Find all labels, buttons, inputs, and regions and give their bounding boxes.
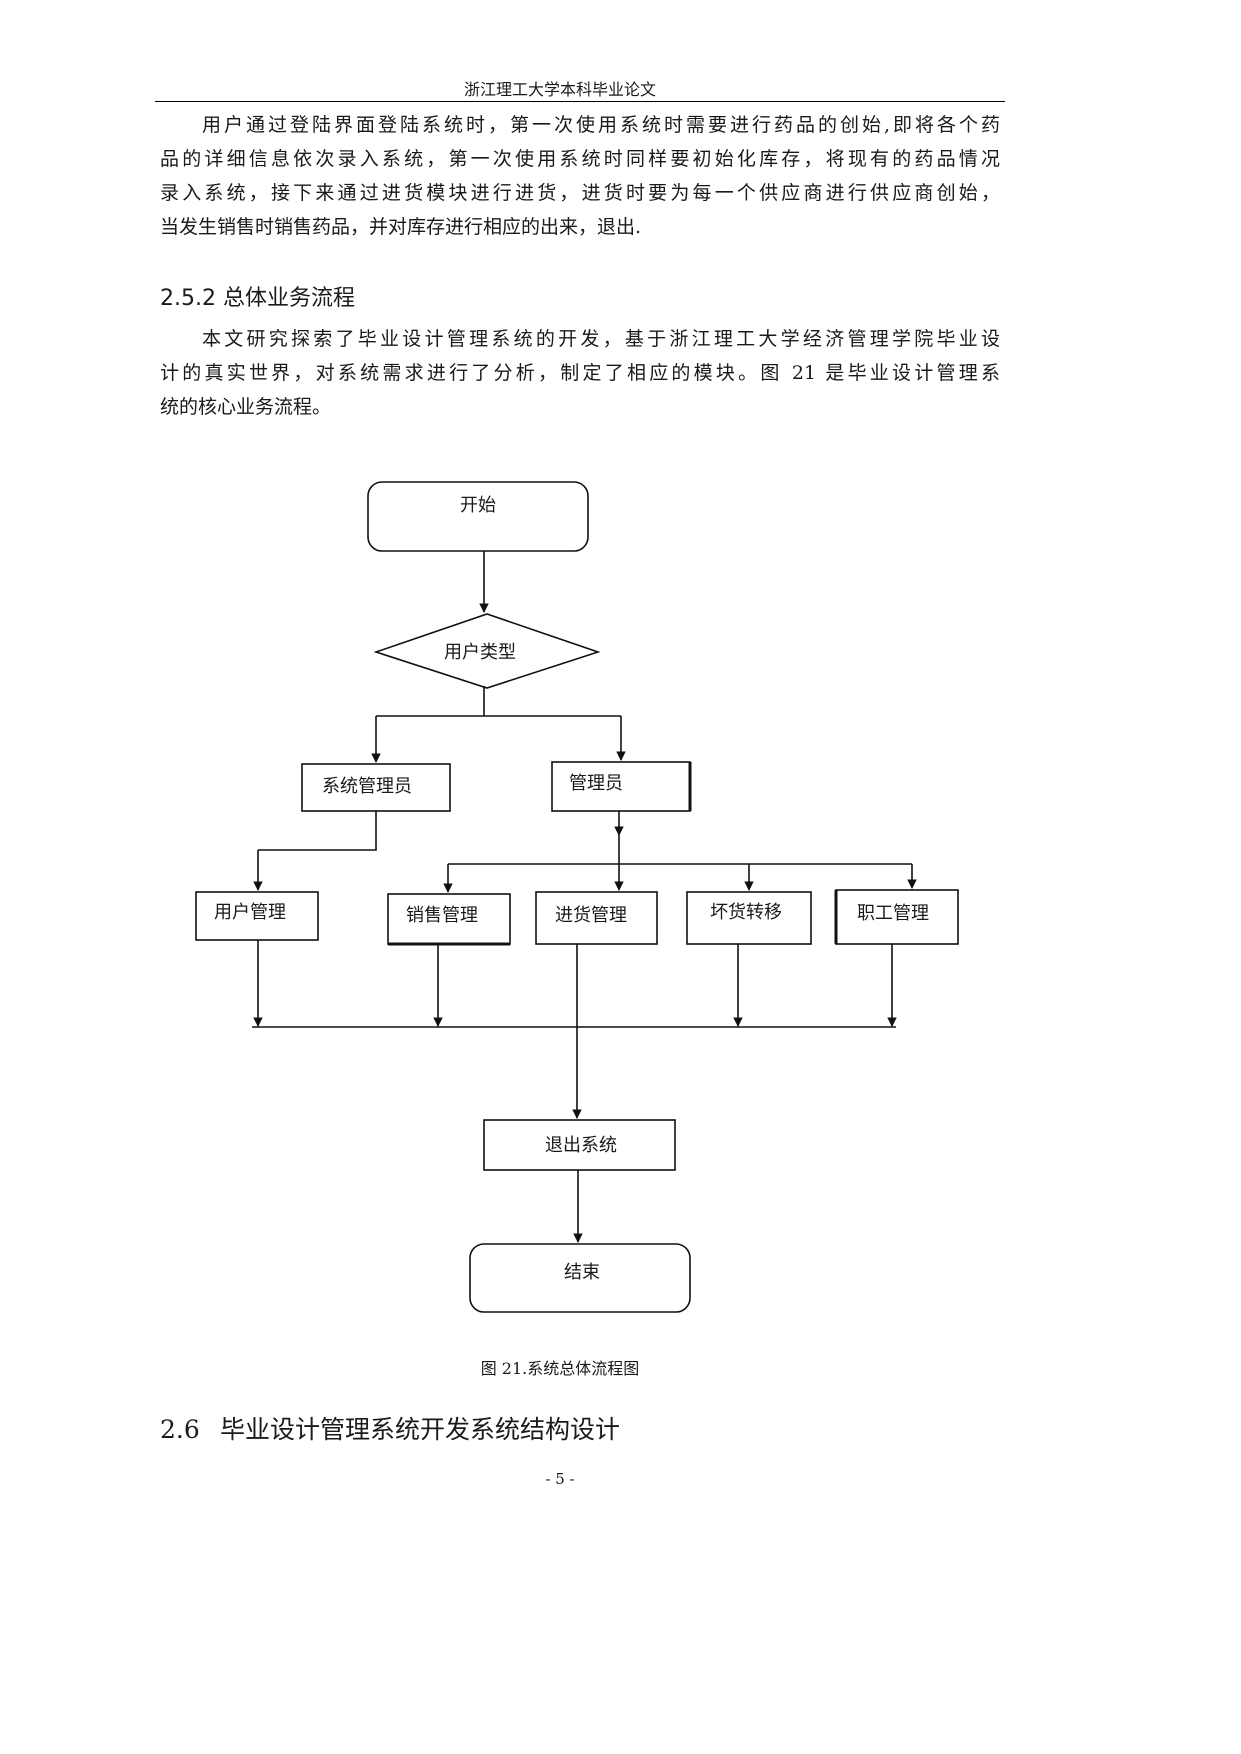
section-number: 2.6 <box>160 1415 200 1444</box>
bad-goods-node <box>686 891 812 945</box>
purchase-mgmt-label: 进货管理 <box>555 905 627 926</box>
section-title: 毕业设计管理系统开发系统结构设计 <box>220 1415 621 1444</box>
purchase-mgmt-node <box>535 891 658 945</box>
sys-admin-label: 系统管理员 <box>322 776 412 797</box>
section-paragraph: 本文研究探索了毕业设计管理系统的开发，基于浙江理工大学经济管理学院毕业设 计的真… <box>160 322 1000 424</box>
start-node <box>367 481 589 552</box>
system-flowchart: 开始 用户类型 系统管理员 管理员 用户管理 销售管理 进货管理 坏货转移 职工… <box>195 481 959 1313</box>
user-mgmt-node <box>195 891 319 941</box>
bad-goods-label: 坏货转移 <box>710 902 782 923</box>
running-header: 浙江理工大学本科毕业论文 <box>463 80 656 99</box>
paragraph-line: 用户通过登陆界面登陆系统时，第一次使用系统时需要进行药品的创始,即将各个药 <box>202 114 1000 136</box>
end-node <box>469 1243 691 1313</box>
sys-admin-node <box>301 763 451 812</box>
paragraph-line: 本文研究探索了毕业设计管理系统的开发，基于浙江理工大学经济管理学院毕业设 <box>202 328 1000 350</box>
end-label: 结束 <box>564 1262 600 1283</box>
section-heading-2-6: 2.6 毕业设计管理系统开发系统结构设计 <box>160 1410 620 1446</box>
paragraph-line: 品的详细信息依次录入系统，第一次使用系统时同样要初始化库存，将现有的药品情况 <box>160 148 1000 170</box>
staff-mgmt-label: 职工管理 <box>857 903 929 924</box>
figure-caption: 图 21.系统总体流程图 <box>480 1359 640 1378</box>
decision-label: 用户类型 <box>444 642 516 663</box>
exit-node <box>483 1119 676 1171</box>
line-sys-admin-down <box>258 811 377 851</box>
paragraph-line: 录入系统，接下来通过进货模块进行进货，进货时要为每一个供应商进行供应商创始， <box>160 182 1000 204</box>
start-label: 开始 <box>460 495 496 516</box>
sales-mgmt-label: 销售管理 <box>406 905 478 926</box>
page-number: - 5 - <box>545 1470 575 1488</box>
user-mgmt-label: 用户管理 <box>214 902 286 923</box>
paragraph-line: 统的核心业务流程。 <box>160 396 332 418</box>
paragraph-line: 当发生销售时销售药品，并对库存进行相应的出来，退出. <box>160 216 642 238</box>
paragraph-line: 计的真实世界，对系统需求进行了分析，制定了相应的模块。图 21 是毕业设计管理系 <box>160 362 1000 384</box>
header-rule <box>155 101 1005 102</box>
section-heading-2-5-2: 2.5.2 总体业务流程 <box>160 286 355 311</box>
exit-label: 退出系统 <box>545 1135 617 1156</box>
intro-paragraph: 用户通过登陆界面登陆系统时，第一次使用系统时需要进行药品的创始,即将各个药 品的… <box>160 108 1000 244</box>
decision-node <box>373 613 601 689</box>
admin-label: 管理员 <box>569 773 623 794</box>
